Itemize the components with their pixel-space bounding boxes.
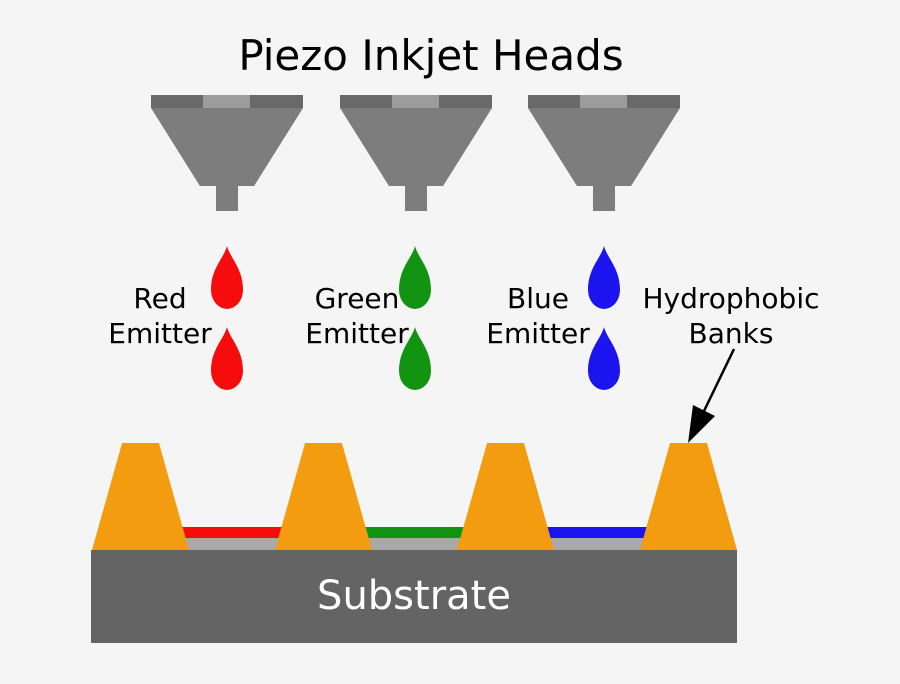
inkjet-head-red	[151, 95, 303, 211]
hydrophobic-banks-label: Hydrophobic Banks	[642, 281, 819, 351]
head-nozzle-stem	[405, 186, 427, 211]
label-line: Emitter	[108, 317, 212, 350]
blue-ink-strip	[506, 527, 689, 538]
label-line: Emitter	[486, 317, 590, 350]
green-emitter-label: Green Emitter	[305, 281, 408, 351]
red-droplet-icon	[211, 246, 243, 309]
inkjet-head-green	[340, 95, 492, 211]
label-line: Hydrophobic	[642, 282, 820, 315]
label-line: Green	[314, 282, 400, 315]
label-line: Banks	[688, 317, 774, 350]
green-droplet-icon	[399, 246, 431, 309]
head-nozzle-stem	[216, 186, 238, 211]
blue-emitter-label: Blue Emitter	[486, 281, 589, 351]
label-line: Emitter	[305, 317, 409, 350]
green-ink-strip	[324, 527, 506, 538]
label-line: Red	[133, 282, 187, 315]
green-droplet-icon	[399, 327, 431, 390]
red-ink-strip	[141, 527, 324, 538]
head-funnel-body	[528, 108, 680, 186]
hydrophobic-bank	[640, 443, 737, 550]
hydrophobic-bank	[275, 443, 372, 550]
head-funnel-body	[340, 108, 492, 186]
blue-droplet-icon	[588, 327, 620, 390]
hydrophobic-bank	[92, 443, 189, 550]
red-droplet-icon	[211, 327, 243, 390]
label-line: Blue	[507, 282, 569, 315]
substrate: Substrate	[91, 550, 737, 643]
bank-base-strip	[141, 538, 689, 550]
head-inlet	[203, 95, 250, 108]
head-inlet	[580, 95, 627, 108]
diagram-title: Piezo Inkjet Heads	[238, 31, 624, 80]
red-emitter-label: Red Emitter	[108, 281, 211, 351]
blue-droplet-icon	[588, 246, 620, 309]
substrate-label: Substrate	[317, 573, 511, 619]
head-inlet	[392, 95, 439, 108]
annotation-arrow	[688, 348, 736, 443]
hydrophobic-bank	[457, 443, 554, 550]
inkjet-head-blue	[528, 95, 680, 211]
head-funnel-body	[151, 108, 303, 186]
head-nozzle-stem	[593, 186, 615, 211]
